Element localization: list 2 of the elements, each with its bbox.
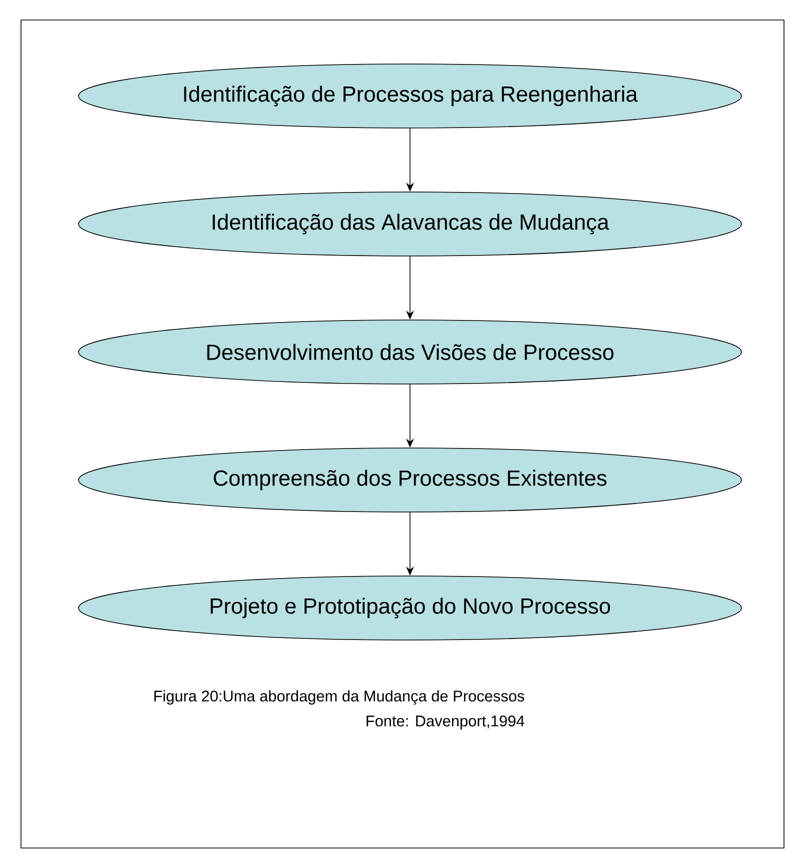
source-note: Fonte: Davenport,1994: [366, 716, 524, 730]
figure-caption: Figura 20:Uma abordagem da Mudança de Processos: [154, 690, 524, 705]
